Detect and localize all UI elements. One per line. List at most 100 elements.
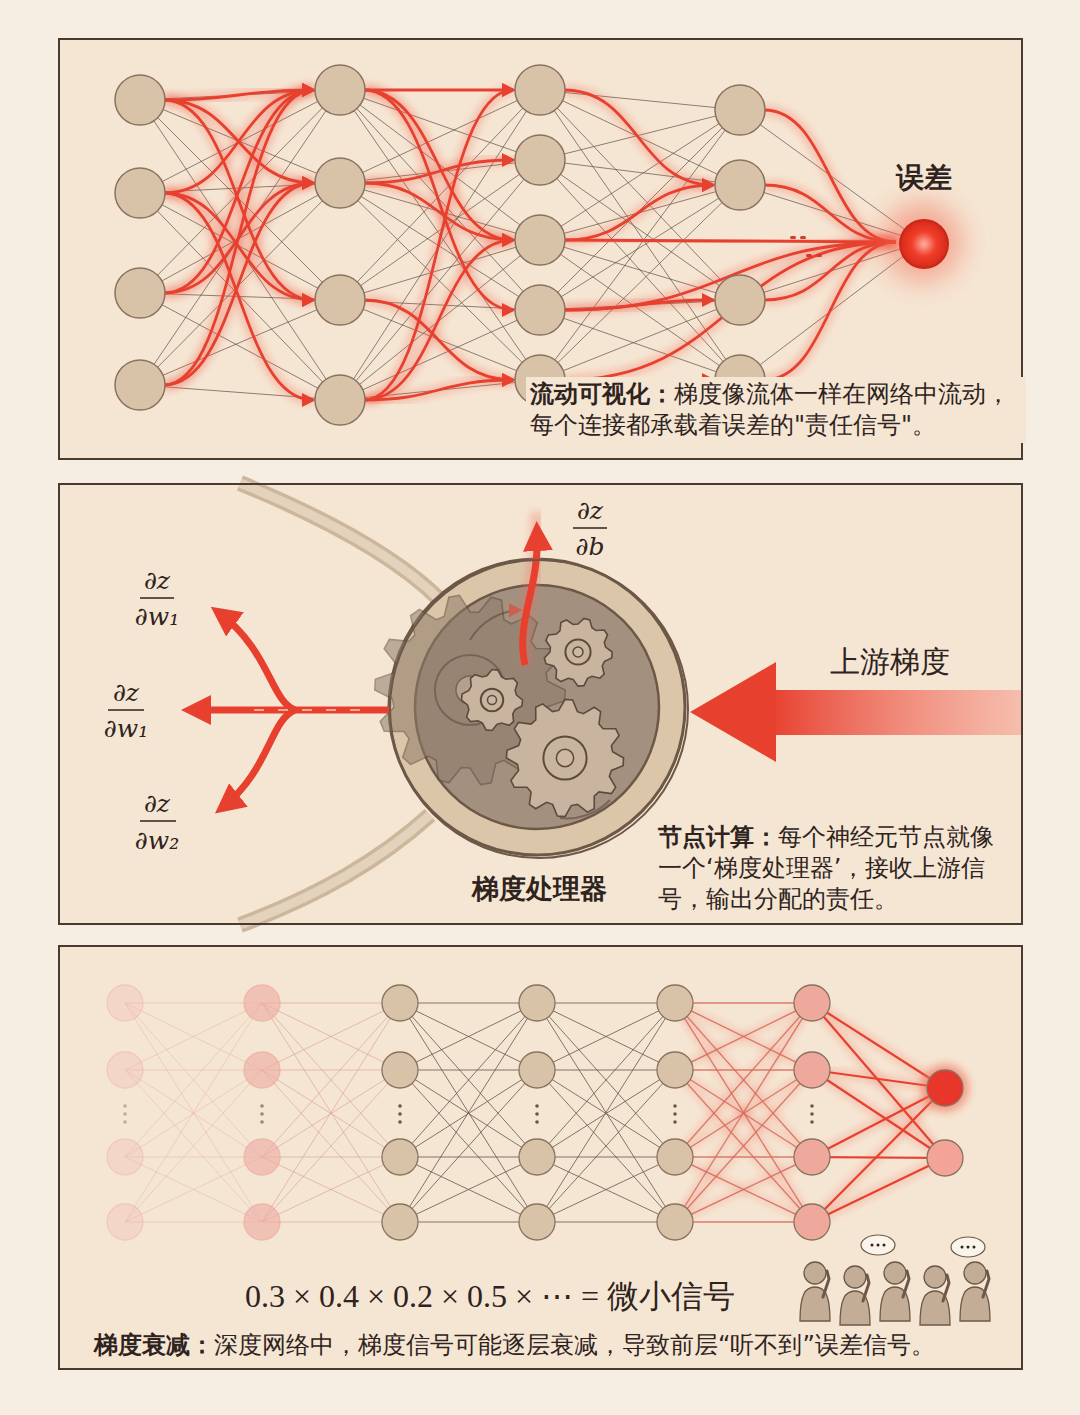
- connection: [125, 1222, 262, 1223]
- connection: [540, 110, 740, 240]
- neuron: [927, 1140, 963, 1176]
- node-circle: [900, 220, 948, 268]
- flow-arrow: [364, 380, 513, 400]
- connection-glow: [675, 1003, 812, 1222]
- connection: [540, 185, 740, 240]
- node-label: 梯度处理器: [472, 871, 607, 907]
- caption-heading: 流动可视化：: [530, 380, 674, 408]
- panel: 流动可视化：梯度像流体一样在网络中流动，每个连接都承载着误差的"责任信号"。误差: [58, 38, 1023, 460]
- connection: [125, 1003, 262, 1222]
- connection: [400, 1003, 537, 1222]
- flow-arrow: [364, 183, 513, 240]
- curve-band: [240, 815, 430, 925]
- flow-arrow: [364, 160, 513, 183]
- neuron: [657, 1139, 693, 1175]
- connection-glow: [812, 1158, 945, 1222]
- flow-arrow: [764, 185, 896, 242]
- neuron: [382, 1052, 418, 1088]
- connection-glow: [675, 1070, 812, 1222]
- bubble-dot: [961, 1246, 964, 1249]
- connection: [537, 1157, 675, 1222]
- connection: [340, 90, 540, 400]
- connection: [537, 1003, 675, 1222]
- neuron: [657, 985, 693, 1021]
- connection: [262, 1157, 400, 1158]
- fraction-bar: [140, 597, 174, 599]
- flow-arrow: [564, 185, 713, 240]
- ellipsis-dot: [398, 1112, 402, 1116]
- caption: 流动可视化：梯度像流体一样在网络中流动，每个连接都承载着误差的"责任信号"。: [526, 377, 1026, 443]
- connection: [125, 1003, 262, 1004]
- ellipsis-dot: [123, 1112, 127, 1116]
- bubble-dot: [973, 1246, 976, 1249]
- connection: [262, 1003, 400, 1157]
- connection: [125, 1157, 262, 1222]
- connection: [340, 90, 540, 160]
- panel-ground: [58, 38, 1023, 460]
- connection: [675, 1221, 812, 1222]
- connection: [262, 1070, 400, 1157]
- curve-band: [240, 815, 430, 925]
- gear-hub: [481, 689, 504, 712]
- gradient-processor-art: [108, 483, 1023, 925]
- flow-glow: [164, 183, 313, 385]
- ellipsis-dot: [535, 1104, 539, 1108]
- connection: [125, 1070, 262, 1222]
- neuron: [715, 275, 765, 325]
- connection: [262, 1070, 400, 1222]
- connection: [400, 1003, 537, 1004]
- spark: [790, 236, 796, 239]
- math-denominator: ∂b: [576, 532, 605, 561]
- connection-glow: [675, 1003, 812, 1157]
- listeners: [800, 1235, 990, 1325]
- gear: [506, 699, 623, 816]
- connection: [812, 1157, 945, 1158]
- connection: [675, 1070, 812, 1222]
- neuron: [657, 1052, 693, 1088]
- connection: [537, 1003, 675, 1004]
- neuron: [315, 158, 365, 208]
- gear: [544, 618, 612, 686]
- neuron: [519, 1204, 555, 1240]
- gradient-arrow-glow: [523, 512, 538, 665]
- neuron: [382, 985, 418, 1021]
- ellipsis-dot: [535, 1112, 539, 1116]
- formula: 0.3 × 0.4 × 0.2 × 0.5 × ⋯ = 微小信号: [245, 1275, 735, 1319]
- person-head: [804, 1262, 826, 1284]
- speech-bubble: [951, 1237, 985, 1257]
- connection: [675, 1003, 812, 1157]
- flow-arrow: [364, 90, 513, 400]
- error-glow: [882, 202, 962, 282]
- panel-ground: [58, 945, 1023, 1370]
- connection: [400, 1070, 537, 1157]
- ellipsis-dot: [123, 1104, 127, 1108]
- neuron: [107, 985, 143, 1021]
- network-top: [115, 65, 962, 425]
- math-denominator: ∂w₁: [104, 714, 148, 743]
- connection: [540, 90, 740, 300]
- ellipsis-dot: [535, 1120, 539, 1124]
- connection: [675, 1003, 812, 1222]
- flow-arrow: [164, 193, 313, 300]
- connection: [262, 1070, 400, 1222]
- math-numerator: ∂z: [144, 789, 170, 818]
- connection-glow: [675, 1003, 812, 1157]
- caption: 节点计算：每个神经元节点就像一个‘梯度处理器’，接收上游信号，输出分配的责任。: [654, 820, 1014, 918]
- bubble-dot: [877, 1244, 880, 1247]
- neuron: [382, 1139, 418, 1175]
- math-denominator: ∂w₂: [135, 826, 179, 855]
- curve-band: [240, 483, 440, 600]
- caption-heading: 节点计算：: [658, 823, 778, 851]
- neuron: [244, 985, 280, 1021]
- connection-glow: [675, 1003, 812, 1222]
- connection: [675, 1156, 812, 1157]
- connection: [340, 240, 540, 400]
- connection: [125, 1070, 262, 1157]
- connection: [537, 1222, 675, 1223]
- connection: [340, 380, 540, 400]
- bubble-dot: [883, 1244, 886, 1247]
- ellipsis-dot: [673, 1104, 677, 1108]
- connection: [140, 100, 340, 400]
- gradient-arrow: [218, 612, 295, 710]
